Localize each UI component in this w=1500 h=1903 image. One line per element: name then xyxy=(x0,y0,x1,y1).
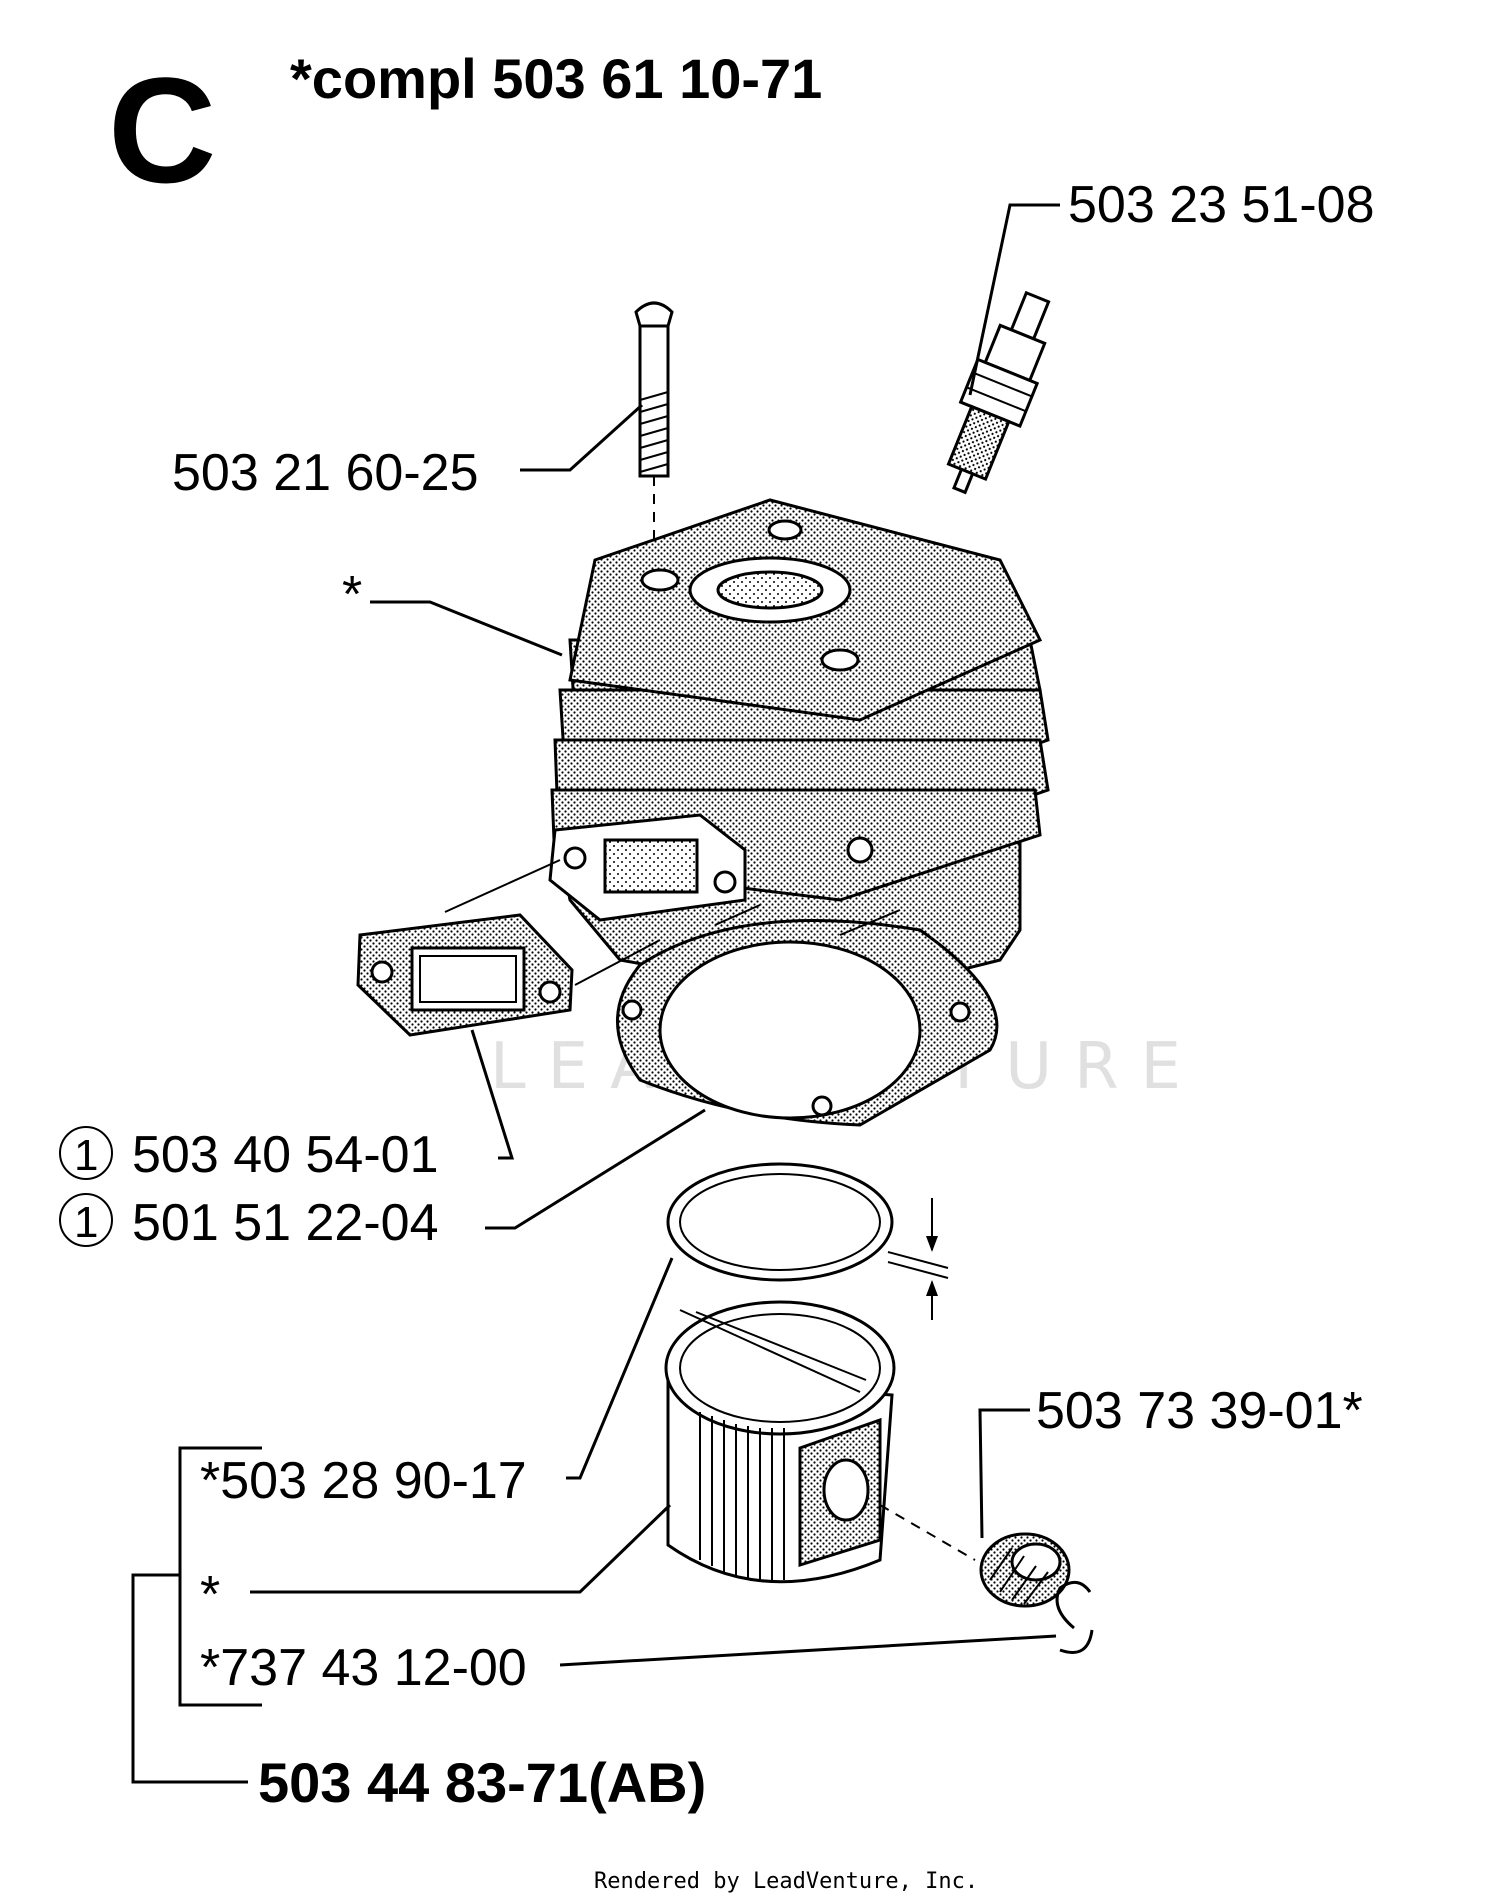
note-circle-2 xyxy=(59,1193,113,1247)
leader-circlip xyxy=(559,1634,1057,1667)
circlip xyxy=(1055,1580,1094,1654)
leader-piston-ring xyxy=(566,1257,674,1480)
assembly-title: *compl 503 61 10-71 xyxy=(290,47,822,110)
leader-cylinder xyxy=(370,600,563,657)
credit-text: Rendered by LeadVenture, Inc. xyxy=(594,1869,978,1894)
part-number-piston: * xyxy=(200,1566,220,1624)
leader-spark-plug xyxy=(968,203,1060,396)
leader-cylinder-gasket xyxy=(485,1108,706,1230)
needle-bearing xyxy=(979,1532,1071,1608)
note-circle-2-label: 1 xyxy=(74,1198,98,1247)
part-number-muffler-gasket: 503 40 54-01 xyxy=(132,1126,439,1184)
bracket-outer xyxy=(131,1573,248,1784)
leader-piston xyxy=(250,1503,672,1594)
leader-screw xyxy=(520,403,644,472)
part-number-cylinder: * xyxy=(342,566,362,624)
part-number-spark-plug: 503 23 51-08 xyxy=(1068,176,1375,234)
note-circle-1-label: 1 xyxy=(74,1131,98,1180)
piston xyxy=(664,1300,976,1584)
screw xyxy=(634,301,674,560)
cylinder-gasket xyxy=(616,904,999,1127)
cylinder xyxy=(548,498,1050,1002)
part-number-circlip: *737 43 12-00 xyxy=(200,1639,527,1697)
part-number-screw: 503 21 60-25 xyxy=(172,444,479,502)
part-number-cylinder-gasket: 501 51 22-04 xyxy=(132,1194,439,1252)
note-circle-1 xyxy=(59,1126,113,1180)
section-letter: C xyxy=(108,46,216,214)
part-number-piston-ring: *503 28 90-17 xyxy=(200,1452,527,1510)
spark-plug xyxy=(946,290,1051,495)
part-number-needle-bearing: 503 73 39-01* xyxy=(1036,1382,1363,1440)
part-number-piston-kit: 503 44 83-71(AB) xyxy=(258,1751,706,1814)
muffler-gasket xyxy=(356,859,661,1037)
leader-needle-bearing xyxy=(978,1408,1030,1539)
leader-muffler-gasket xyxy=(470,1029,515,1160)
piston-ring xyxy=(666,1162,949,1320)
